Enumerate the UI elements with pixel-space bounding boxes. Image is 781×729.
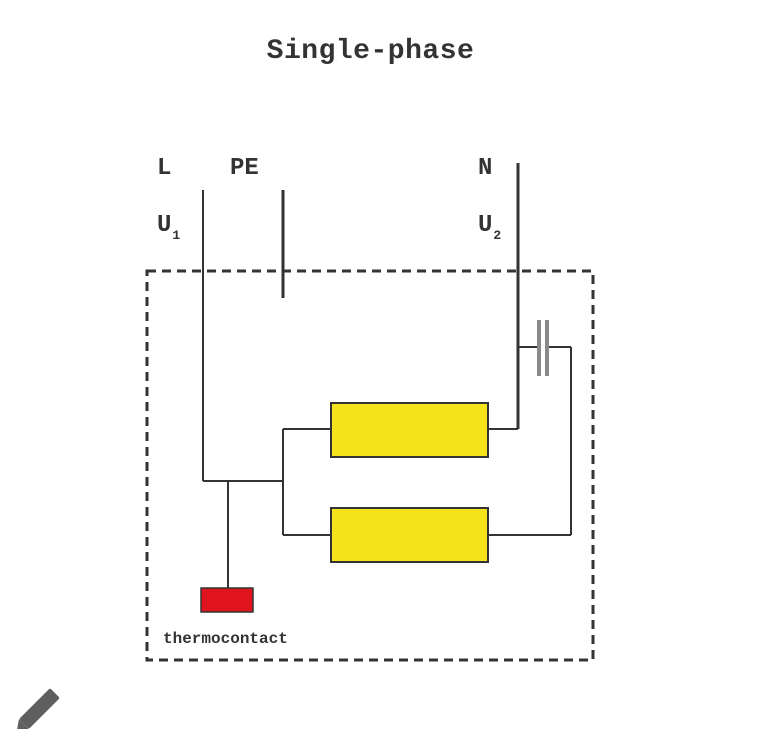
diagram-title: Single-phase <box>266 36 475 67</box>
terminal-label-l: L <box>157 155 172 182</box>
motor-housing-border <box>145 269 595 662</box>
terminal-label-u2: U2 <box>478 212 502 243</box>
terminal-label-u1: U1 <box>157 212 181 243</box>
terminal-label-n: N <box>478 155 493 182</box>
pencil-icon-body <box>19 688 60 729</box>
terminal-label-u1-sub: 1 <box>172 227 181 243</box>
terminal-label-u2-base: U <box>478 212 493 239</box>
capacitor-plate-right <box>545 320 549 376</box>
terminal-label-u1-base: U <box>157 212 172 239</box>
auxiliary-winding <box>330 507 489 563</box>
thermocontact-label: thermocontact <box>163 630 288 648</box>
pencil-icon-tip <box>16 719 29 729</box>
thermocontact-block <box>200 587 254 613</box>
pencil-icon[interactable] <box>12 688 60 729</box>
terminal-label-pe: PE <box>230 155 259 182</box>
terminal-label-u2-sub: 2 <box>493 227 502 243</box>
main-winding <box>330 402 489 458</box>
capacitor-plate-left <box>537 320 541 376</box>
